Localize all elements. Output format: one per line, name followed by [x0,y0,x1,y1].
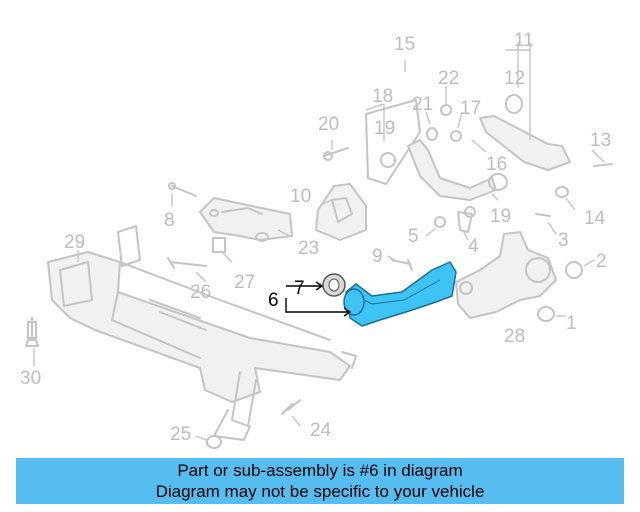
small-fasteners [167,147,413,449]
callout-6: 6 [268,290,279,311]
callout-3: 3 [558,230,569,251]
leader-lines [33,42,605,441]
callout-11: 11 [514,30,534,51]
callout-15: 15 [394,34,415,55]
callout-13: 13 [590,130,611,151]
upper-link-11 [426,94,613,217]
callout-24: 24 [310,420,332,441]
info-banner: Part or sub-assembly is #6 in diagram Di… [16,458,624,504]
callout-23: 23 [298,238,319,259]
callout-28: 28 [504,326,525,347]
bushing-10 [315,183,367,241]
callout-29: 29 [64,232,85,253]
rear-subframe [47,225,357,441]
link-8 [168,182,197,197]
callout-12: 12 [504,68,525,89]
callout-16: 16 [486,154,507,175]
parts-diagram: 1 2 3 4 5 6 7 8 9 10 11 12 13 14 15 16 1… [20,30,613,449]
upper-arm-18 [365,99,508,218]
lateral-link-23 [199,197,293,242]
callout-20: 20 [318,114,339,135]
callout-1: 1 [566,313,577,334]
callout-19-lower: 19 [490,206,511,227]
callout-numbers: 1 2 3 4 5 6 7 8 9 10 11 12 13 14 15 16 1… [20,30,611,445]
wheel-knuckle-1 [455,231,583,322]
callout-8: 8 [164,210,175,231]
callout-14: 14 [584,208,606,229]
callout-2: 2 [596,251,607,272]
bolt-30 [25,317,39,347]
callout-5: 5 [408,226,419,247]
callout-26: 26 [190,282,211,303]
callout-22: 22 [438,68,459,89]
callout-30: 30 [20,368,41,389]
trailing-arm-body [345,261,457,327]
callout-10: 10 [290,186,311,207]
callout-4: 4 [468,236,479,257]
callout-27: 27 [234,272,255,293]
brackets-4-5 [434,211,473,233]
callout-9: 9 [372,246,383,267]
trailing-arm-6 [322,261,457,327]
banner-line-2: Diagram may not be specific to your vehi… [155,482,485,501]
callout-19-upper: 19 [374,118,395,139]
callout-21: 21 [412,94,433,115]
callout-17: 17 [460,98,481,119]
callout-7: 7 [294,278,305,299]
callout-25: 25 [170,424,191,445]
callout-18: 18 [372,86,393,107]
banner-line-1: Part or sub-assembly is #6 in diagram [177,461,463,480]
